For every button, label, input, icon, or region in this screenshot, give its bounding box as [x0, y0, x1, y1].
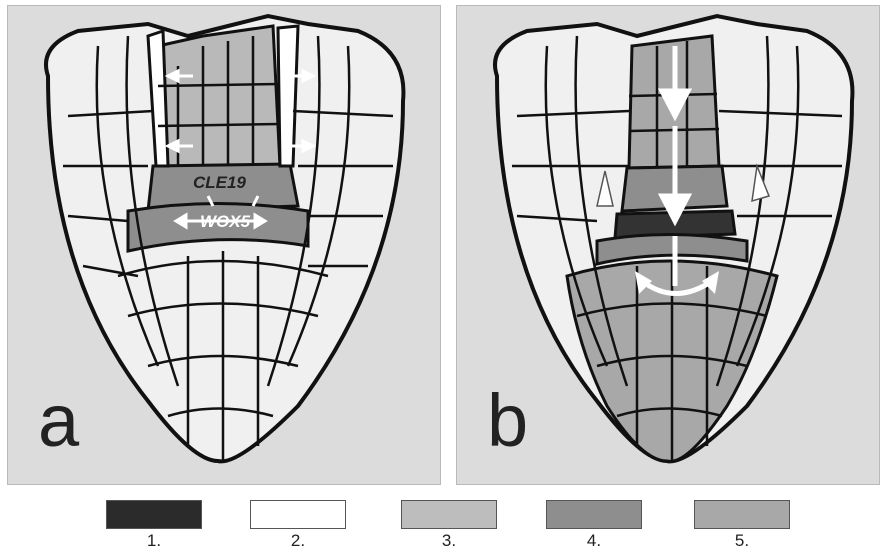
legend-label-1: 1. — [106, 531, 202, 551]
legend-label-4: 4. — [546, 531, 642, 551]
legend-label-2: 2. — [250, 531, 346, 551]
legend-swatch-2 — [250, 500, 346, 529]
legend-swatch-4 — [546, 500, 642, 529]
legend-label-5: 5. — [694, 531, 790, 551]
legend-swatch-3 — [401, 500, 497, 529]
panel-letter-b: b — [487, 384, 528, 458]
wox5-label: WOX5 — [200, 212, 251, 231]
cle19-label: CLE19 — [193, 173, 246, 192]
panel-letter-a: a — [38, 384, 79, 458]
legend-swatch-5 — [694, 500, 790, 529]
legend-label-3: 3. — [401, 531, 497, 551]
panel-a: CLE19 WOX5 a — [7, 5, 441, 485]
panel-b: b — [456, 5, 880, 485]
legend-swatch-1 — [106, 500, 202, 529]
